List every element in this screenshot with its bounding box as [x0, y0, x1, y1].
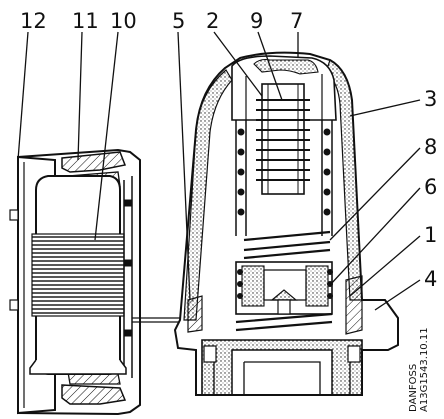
callout-4: 4	[424, 267, 437, 291]
callout-2: 2	[206, 9, 219, 33]
callout-5: 5	[172, 9, 185, 33]
leader-lines	[17, 31, 421, 311]
bellows	[256, 83, 310, 195]
callout-12: 12	[20, 9, 47, 33]
main-spring	[237, 128, 331, 216]
sensor-housing	[9, 148, 141, 416]
callout-1: 1	[424, 223, 437, 247]
callout-3: 3	[424, 87, 437, 111]
callout-10: 10	[110, 9, 137, 33]
callout-7: 7	[290, 9, 303, 33]
valve-head	[173, 51, 399, 396]
credit-line-2: A13G1543.10.11	[419, 327, 430, 412]
callout-11: 11	[72, 9, 99, 33]
figure-credit: DANFOSS A13G1543.10.11	[408, 327, 430, 412]
callout-8: 8	[424, 135, 437, 159]
callout-6: 6	[424, 175, 437, 199]
credit-line-1: DANFOSS	[408, 363, 419, 412]
callout-9: 9	[250, 9, 263, 33]
